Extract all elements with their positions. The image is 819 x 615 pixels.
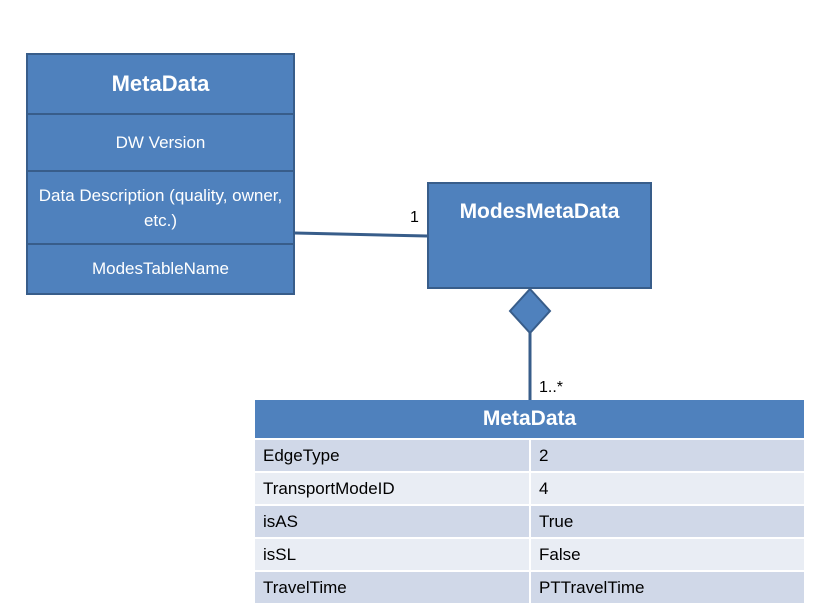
metadata-table: MetaData EdgeType 2 TransportModeID 4 is… (255, 400, 804, 603)
table-row: TravelTime PTTravelTime (255, 570, 804, 603)
metadata-table-title: MetaData (255, 400, 804, 439)
table-key-cell: TransportModeID (255, 471, 531, 505)
table-row: isAS True (255, 504, 804, 538)
modes-metadata-class: ModesMetaData (427, 182, 652, 289)
data-description-attribute: Data Description (quality, owner, etc.) (28, 170, 293, 243)
table-row: EdgeType 2 (255, 438, 804, 472)
metadata-class: MetaData DW Version Data Description (qu… (26, 53, 295, 295)
table-value-cell: PTTravelTime (530, 570, 804, 603)
modes-table-name-attribute: ModesTableName (28, 243, 293, 293)
table-value-cell: False (530, 537, 804, 571)
composition-multiplicity: 1..* (539, 379, 564, 396)
table-row: TransportModeID 4 (255, 471, 804, 505)
table-value-cell: 2 (530, 438, 804, 472)
association-multiplicity: 1 (410, 209, 419, 226)
table-value-cell: True (530, 504, 804, 538)
metadata-class-title: MetaData (111, 71, 210, 96)
modes-metadata-class-title: ModesMetaData (459, 200, 620, 223)
table-header-row: MetaData (255, 400, 804, 439)
table-key-cell: TravelTime (255, 570, 531, 603)
table-key-cell: isSL (255, 537, 531, 571)
table-value-cell: 4 (530, 471, 804, 505)
association-line (294, 231, 428, 238)
table-key-cell: EdgeType (255, 438, 531, 472)
dw-version-attribute: DW Version (28, 113, 293, 170)
composition-diamond (508, 287, 552, 335)
table-row: isSL False (255, 537, 804, 571)
table-key-cell: isAS (255, 504, 531, 538)
